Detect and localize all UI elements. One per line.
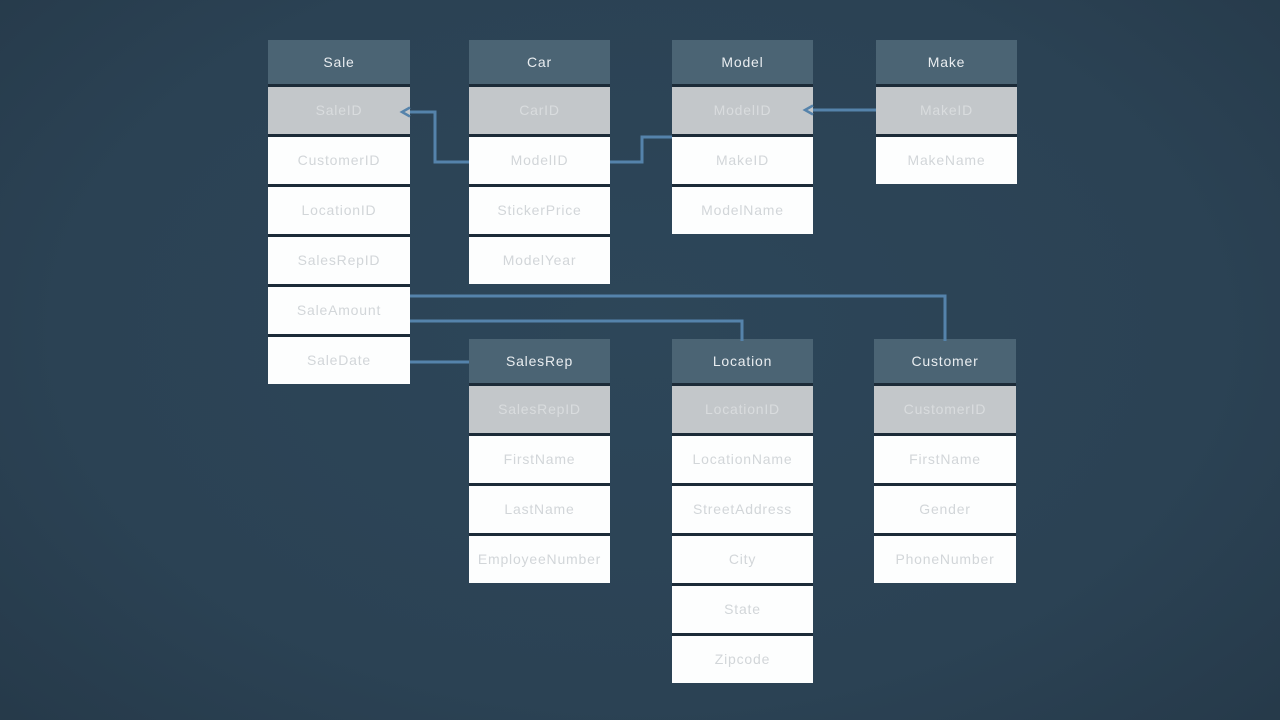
salesrep-table-header: SalesRep xyxy=(469,339,610,383)
salesrep-field-employeenumber: EmployeeNumber xyxy=(469,536,610,583)
make-field-makename: MakeName xyxy=(876,137,1017,184)
sale-field-locationid: LocationID xyxy=(268,187,410,234)
car-field-modelid: ModelID xyxy=(469,137,610,184)
connector-sale-to-location xyxy=(410,319,744,341)
model-table-header: Model xyxy=(672,40,813,84)
customer-table-header: Customer xyxy=(874,339,1016,383)
salesrep-field-firstname: FirstName xyxy=(469,436,610,483)
salesrep-field-lastname: LastName xyxy=(469,486,610,533)
model-field-makeid: MakeID xyxy=(672,137,813,184)
sale-field-customerid: CustomerID xyxy=(268,137,410,184)
car-field-stickerprice: StickerPrice xyxy=(469,187,610,234)
location-field-locationname: LocationName xyxy=(672,436,813,483)
car-field-carid-primary-key: CarID xyxy=(469,87,610,134)
sale-field-saleamount: SaleAmount xyxy=(268,287,410,334)
car-field-modelyear: ModelYear xyxy=(469,237,610,284)
model-field-modelname: ModelName xyxy=(672,187,813,234)
location-field-state: State xyxy=(672,586,813,633)
location-field-locationid-primary-key: LocationID xyxy=(672,386,813,433)
customer-field-customerid-primary-key: CustomerID xyxy=(874,386,1016,433)
location-field-zipcode: Zipcode xyxy=(672,636,813,683)
make-table-header: Make xyxy=(876,40,1017,84)
connector-car-modelid-to-model-modelid xyxy=(610,135,672,164)
sale-field-salesrepid: SalesRepID xyxy=(268,237,410,284)
location-table-header: Location xyxy=(672,339,813,383)
customer-field-gender: Gender xyxy=(874,486,1016,533)
location-field-streetaddress: StreetAddress xyxy=(672,486,813,533)
connector-sale-to-customer xyxy=(410,294,947,341)
make-field-makeid-primary-key: MakeID xyxy=(876,87,1017,134)
car-table-header: Car xyxy=(469,40,610,84)
connector-sale-saleid-to-car-modelid xyxy=(410,110,469,164)
salesrep-field-salesrepid-primary-key: SalesRepID xyxy=(469,386,610,433)
sale-field-saledate: SaleDate xyxy=(268,337,410,384)
sale-table-header: Sale xyxy=(268,40,410,84)
model-field-modelid-primary-key: ModelID xyxy=(672,87,813,134)
sale-field-saleid-primary-key: SaleID xyxy=(268,87,410,134)
customer-field-firstname: FirstName xyxy=(874,436,1016,483)
customer-field-phonenumber: PhoneNumber xyxy=(874,536,1016,583)
location-field-city: City xyxy=(672,536,813,583)
